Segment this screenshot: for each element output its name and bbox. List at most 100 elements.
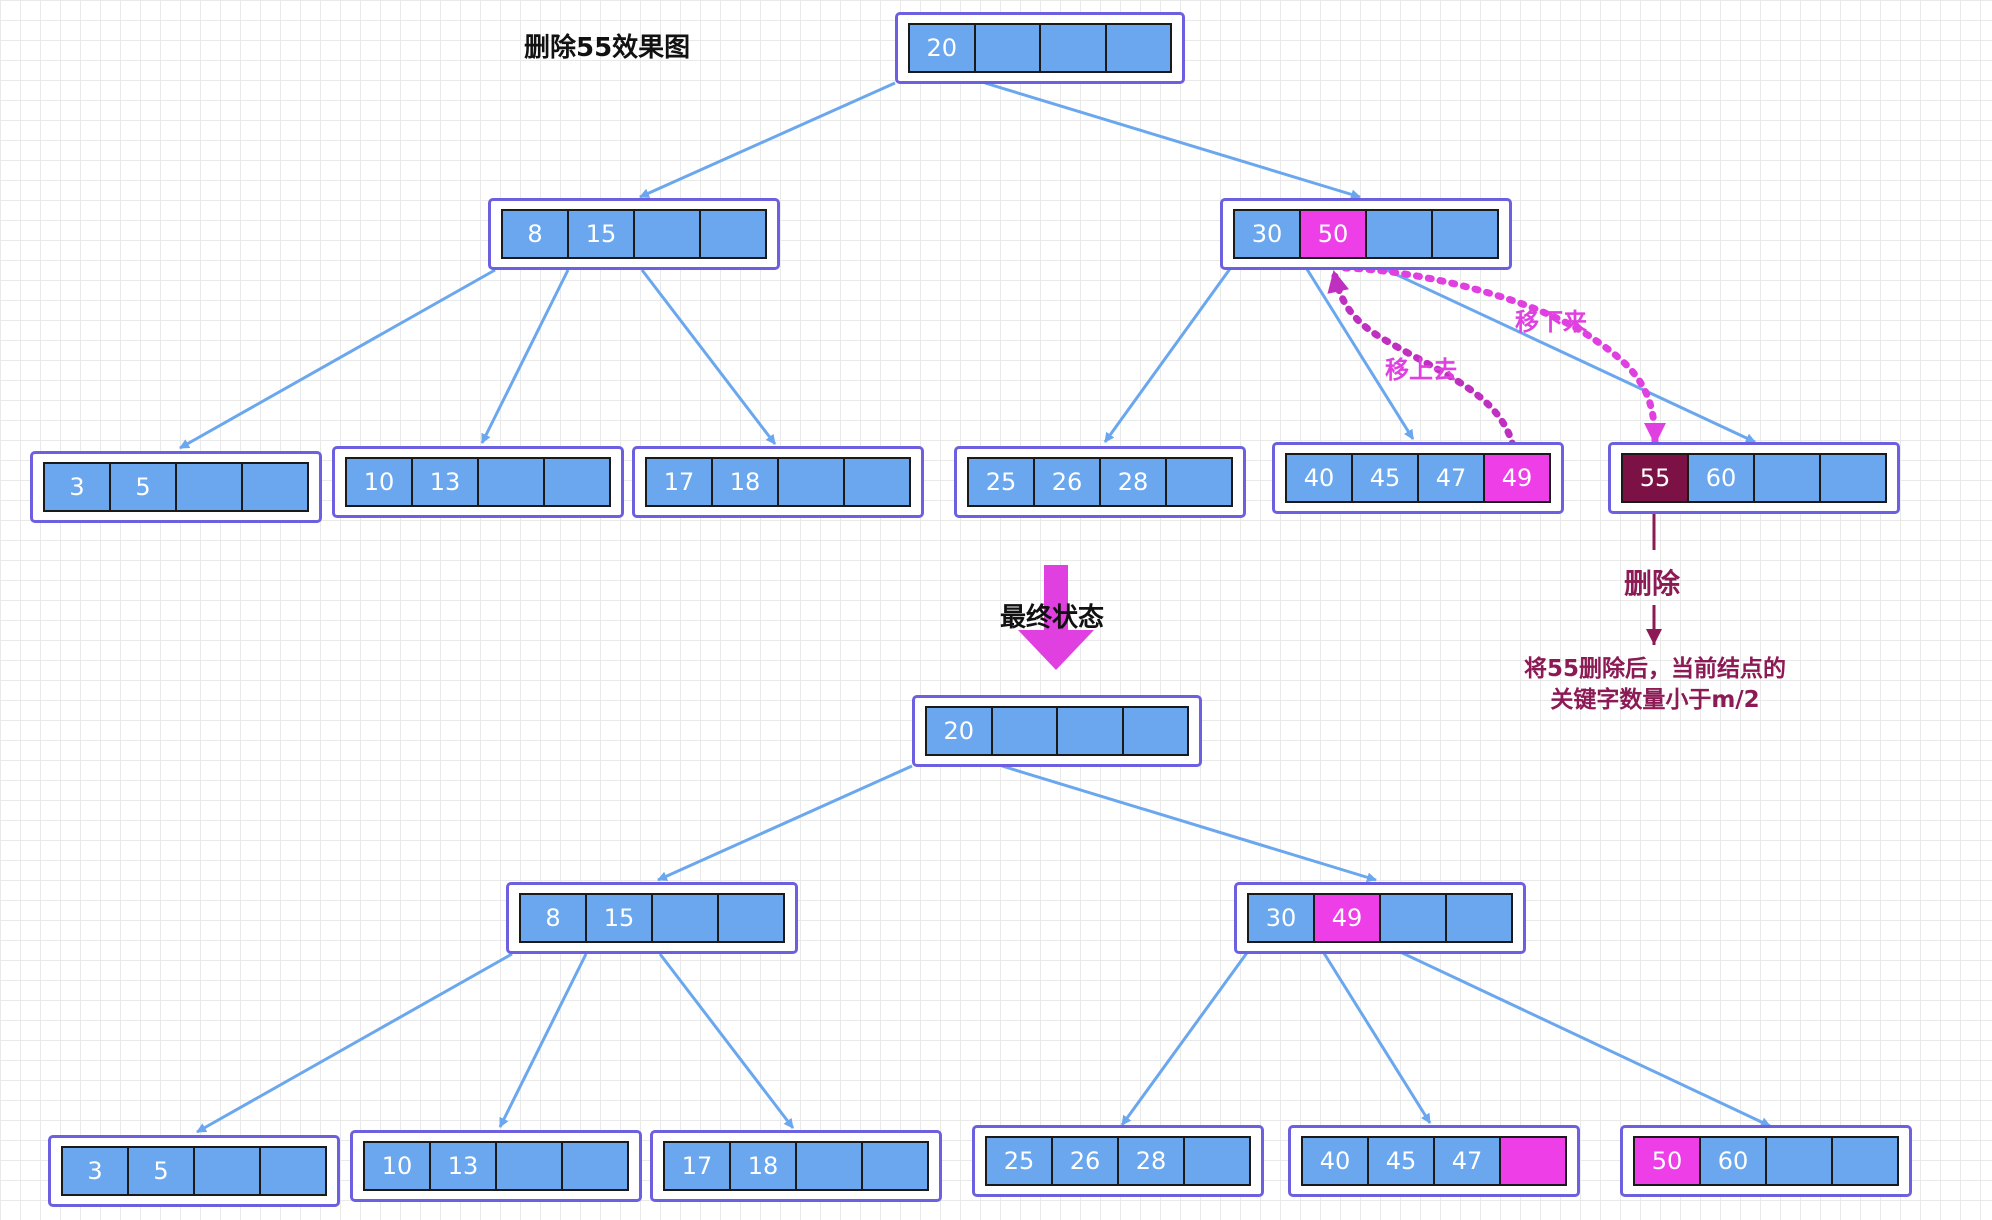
key-cell: 3 xyxy=(63,1148,127,1194)
key-cell: 15 xyxy=(567,211,633,257)
tree-edges-before xyxy=(179,81,1756,450)
key-cell: 26 xyxy=(1033,459,1099,505)
edge xyxy=(1001,764,1377,883)
key-cell: 45 xyxy=(1351,455,1417,501)
key-cell: 60 xyxy=(1687,455,1753,501)
key-cell: 30 xyxy=(1235,211,1299,257)
delete-note: 将55删除后，当前结点的关键字数量小于m/2 xyxy=(1523,656,1786,713)
key-cell: 3 xyxy=(45,464,109,510)
key-cell: 55 xyxy=(1623,455,1687,501)
key-cell xyxy=(633,211,699,257)
key-cell: 5 xyxy=(109,464,175,510)
key-cell: 10 xyxy=(347,459,411,505)
key-cell xyxy=(259,1148,325,1194)
key-cell: 30 xyxy=(1249,895,1313,941)
key-cell xyxy=(861,1143,927,1189)
key-cell: 40 xyxy=(1287,455,1351,501)
key-cell xyxy=(1831,1138,1897,1184)
key-cell: 25 xyxy=(969,459,1033,505)
key-cell: 20 xyxy=(927,708,991,754)
delete-label: 删除 xyxy=(1624,567,1681,600)
after-node-root: 20 xyxy=(912,695,1202,767)
key-cell: 17 xyxy=(665,1143,729,1189)
key-cell: 50 xyxy=(1299,211,1365,257)
key-cell xyxy=(241,464,307,510)
edge xyxy=(639,81,896,199)
key-cell xyxy=(1819,455,1885,501)
key-cells: 20 xyxy=(908,23,1172,73)
key-cell xyxy=(1445,895,1511,941)
edge xyxy=(196,952,513,1134)
key-cell xyxy=(1104,25,1170,71)
edge xyxy=(498,953,588,1128)
key-cell xyxy=(717,895,783,941)
key-cell xyxy=(1753,455,1819,501)
key-cell xyxy=(777,459,843,505)
key-cell: 28 xyxy=(1117,1138,1183,1184)
key-cell: 45 xyxy=(1367,1138,1433,1184)
before-node-root: 20 xyxy=(895,12,1185,84)
key-cell: 26 xyxy=(1051,1138,1117,1184)
key-cell: 10 xyxy=(365,1143,429,1189)
key-cell xyxy=(795,1143,861,1189)
edge xyxy=(480,269,570,444)
key-cell xyxy=(1165,459,1231,505)
key-cell: 47 xyxy=(1417,455,1483,501)
key-cell xyxy=(1039,25,1105,71)
edge xyxy=(984,81,1361,200)
key-cell: 25 xyxy=(987,1138,1051,1184)
key-cell xyxy=(699,211,765,257)
key-cell xyxy=(175,464,241,510)
edge xyxy=(1303,265,1415,440)
key-cell: 18 xyxy=(711,459,777,505)
edge xyxy=(1320,949,1432,1124)
key-cell: 8 xyxy=(521,895,585,941)
key-cell xyxy=(1183,1138,1249,1184)
key-cell: 8 xyxy=(503,211,567,257)
move-up-arrow xyxy=(1327,268,1517,450)
edge xyxy=(640,269,777,445)
key-cell: 49 xyxy=(1483,455,1549,501)
key-cell: 18 xyxy=(729,1143,795,1189)
key-cell xyxy=(477,459,543,505)
edge xyxy=(658,953,795,1129)
edge xyxy=(1377,264,1756,444)
edge xyxy=(179,268,496,450)
key-cell: 28 xyxy=(1099,459,1165,505)
key-cell: 49 xyxy=(1313,895,1379,941)
key-cell: 13 xyxy=(411,459,477,505)
tree-edges-after xyxy=(196,764,1771,1134)
page-title: 删除55效果图 xyxy=(524,33,691,63)
key-cell xyxy=(1431,211,1497,257)
move-down-arrow xyxy=(1341,264,1666,447)
key-cell xyxy=(1056,708,1122,754)
key-cell xyxy=(1365,211,1431,257)
key-cell: 40 xyxy=(1303,1138,1367,1184)
key-cell: 5 xyxy=(127,1148,193,1194)
edge xyxy=(657,764,913,882)
move-up-label: 移上去 xyxy=(1385,356,1457,384)
